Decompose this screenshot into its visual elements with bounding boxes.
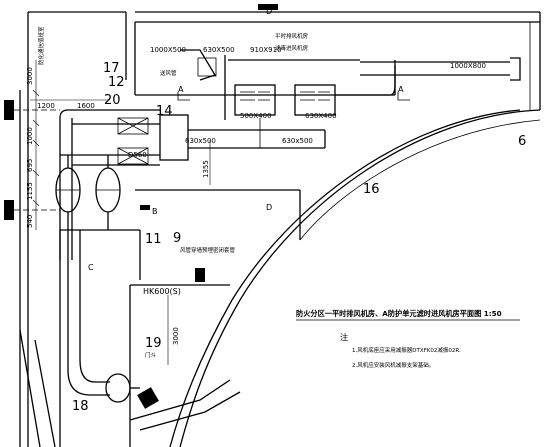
size-1000x500: 1000X500 xyxy=(150,46,186,54)
equipment-block xyxy=(195,268,205,282)
part-18: 18 xyxy=(72,399,89,414)
lower-diag-wall xyxy=(129,379,231,421)
mark-d-top: D xyxy=(266,7,272,16)
mark-b: B xyxy=(152,207,158,216)
fan-unit-1-detail xyxy=(240,91,270,101)
dim-1355-label: 1355 xyxy=(202,160,210,178)
duct-elbow-2 xyxy=(79,359,110,383)
duct-elbow-1 xyxy=(67,369,110,396)
inlet-hood xyxy=(180,49,216,81)
plenum-box xyxy=(159,114,189,161)
fan-unit-2 xyxy=(294,84,336,116)
duct-upper-run xyxy=(117,114,326,165)
size-500x400: 500X400 xyxy=(240,112,272,120)
part-19: 19 xyxy=(145,336,162,351)
mark-a-left: A xyxy=(178,85,184,94)
note-left: 防化通信值班室 xyxy=(37,26,45,65)
lower-block xyxy=(137,387,159,409)
dimension-labels: 3000 1200 1600 1000 695 1155 540 1355 30… xyxy=(26,67,210,345)
note-fan-room: 平时排风机房 xyxy=(275,32,309,40)
section-markers xyxy=(4,4,410,282)
lower-walls xyxy=(19,229,241,447)
duct-end-cap xyxy=(510,57,521,81)
mark-d-mid: D xyxy=(266,203,272,212)
curved-tunnel xyxy=(135,109,541,447)
fan-unit-1 xyxy=(234,84,276,116)
part-9: 9 xyxy=(173,231,181,246)
dim-3000-left: 3000 xyxy=(26,67,34,85)
small-notes: 平时排风机房 滤毒进风机房 防化通信值班室 风管穿墙预埋密闭套管 送风管 门斗 xyxy=(37,26,309,359)
mark-e-bot: E xyxy=(5,211,10,220)
tunnel-aux-curve xyxy=(299,119,541,241)
dim-ticks xyxy=(32,89,40,207)
mark-e-top: E xyxy=(5,111,10,120)
size-630x500-b: 630x500 xyxy=(282,137,313,145)
size-630x500-a: 630x500 xyxy=(185,137,216,145)
section-a-marks xyxy=(177,92,410,101)
lower-diag-wall-2 xyxy=(139,391,241,431)
section-e-lines xyxy=(14,109,60,211)
marker-e-top-bar xyxy=(4,100,14,120)
duct-left-loop xyxy=(55,109,160,403)
damper-box-2 xyxy=(117,147,149,165)
size-630x500-top: 630X500 xyxy=(203,46,235,54)
dim-1000-label: 1000 xyxy=(26,127,34,145)
size-d500: D560 xyxy=(128,151,147,159)
marker-e-bot-bar xyxy=(4,200,14,220)
dim-540-label: 540 xyxy=(26,215,34,228)
fan-room-exhaust xyxy=(335,65,396,96)
tunnel-inner-curve xyxy=(169,109,521,447)
marker-d-top-bar xyxy=(258,4,278,10)
fan-room-equipment xyxy=(180,49,521,120)
marker-b-bar xyxy=(140,205,150,210)
inlet-box xyxy=(197,57,217,77)
title-block: 防火分区一平时排风机房、A防护单元滤时进风机房平面图 1:50 注 1.风机底座… xyxy=(296,309,520,369)
diag-left-1 xyxy=(19,329,41,447)
note-mid: 风管穿墙预埋密闭套管 xyxy=(180,246,236,254)
part-numbers: 17 12 20 14 6 16 11 9 19 18 xyxy=(72,61,526,414)
note-lower: 门斗 xyxy=(145,351,157,359)
size-hk600: HK600(S) xyxy=(143,287,181,296)
part-14: 14 xyxy=(156,104,173,119)
dimension-lines xyxy=(30,60,211,365)
size-630x400: 630X400 xyxy=(305,112,337,120)
damper-box-1 xyxy=(117,117,149,135)
mark-a-right: A xyxy=(398,85,404,94)
part-6: 6 xyxy=(518,134,526,149)
dim-1200-label: 1200 xyxy=(37,102,55,110)
size-910x910: 910X910 xyxy=(250,46,282,54)
note-item-1: 1.风机底座应采用减振器DTXFK02减振02R. xyxy=(352,346,461,354)
fan-unit-2-detail xyxy=(300,91,330,101)
dim-695-label: 695 xyxy=(26,159,34,172)
section-letters: D D E E A A C B xyxy=(5,7,404,272)
damper-x-2 xyxy=(117,147,149,165)
dim-3000-low-label: 3000 xyxy=(172,327,180,345)
duct-1000x800 xyxy=(360,61,510,76)
part-17: 17 xyxy=(103,61,120,76)
notes-label: 注 xyxy=(340,332,348,342)
part-12: 12 xyxy=(108,75,125,90)
dim-1155-label: 1155 xyxy=(26,182,34,200)
damper-x-1 xyxy=(117,117,149,135)
note-side: 送风管 xyxy=(160,69,177,77)
dim-1600-label: 1600 xyxy=(77,102,95,110)
note-item-2: 2.风机应安装风机减振支架基础。 xyxy=(352,361,434,369)
duct-size-labels: 1000X500 630X500 910X910 1000X800 500X40… xyxy=(128,46,486,296)
part-11: 11 xyxy=(145,232,162,247)
size-1000x800: 1000X800 xyxy=(450,62,486,70)
tunnel-outer-curve xyxy=(179,109,541,447)
note-filter-room: 滤毒进风机房 xyxy=(275,44,309,52)
part-16: 16 xyxy=(363,182,380,197)
duct-h-top-1 xyxy=(59,109,160,119)
fan-room-duct-frame xyxy=(224,55,360,120)
plan-title: 防火分区一平时排风机房、A防护单元滤时进风机房平面图 1:50 xyxy=(296,309,502,318)
fan-19-body xyxy=(105,373,131,403)
part-20: 20 xyxy=(104,93,121,108)
mark-c: C xyxy=(88,263,94,272)
diag-left-2 xyxy=(34,339,56,447)
